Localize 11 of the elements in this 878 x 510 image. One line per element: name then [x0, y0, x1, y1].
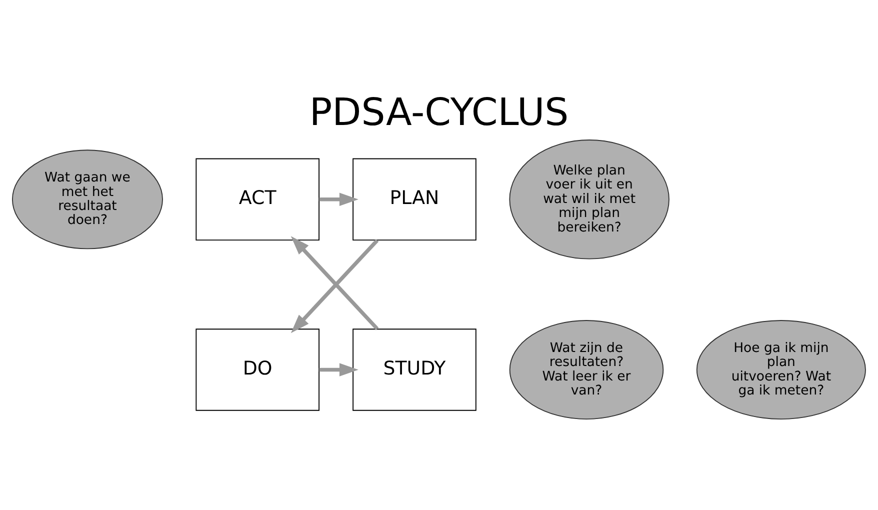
node-ellipse: Wat zijn de resultaten? Wat leer ik er van?	[509, 320, 664, 420]
node-ellipse: Wat gaan we met het resultaat doen?	[12, 150, 163, 250]
node-box: STUDY	[352, 328, 476, 411]
node-ellipse: Hoe ga ik mijn plan uitvoeren? Wat ga ik meten?	[696, 320, 866, 420]
arrow	[319, 363, 358, 376]
arrow	[319, 192, 358, 206]
node-box: PLAN	[352, 158, 476, 241]
diagram-title: PDSA-CYCLUS	[309, 90, 569, 134]
node-box: DO	[196, 328, 320, 411]
node-ellipse: Welke plan voer ik uit en wat wil ik met mijn plan bereiken?	[509, 140, 670, 260]
node-box: ACT	[196, 158, 320, 241]
